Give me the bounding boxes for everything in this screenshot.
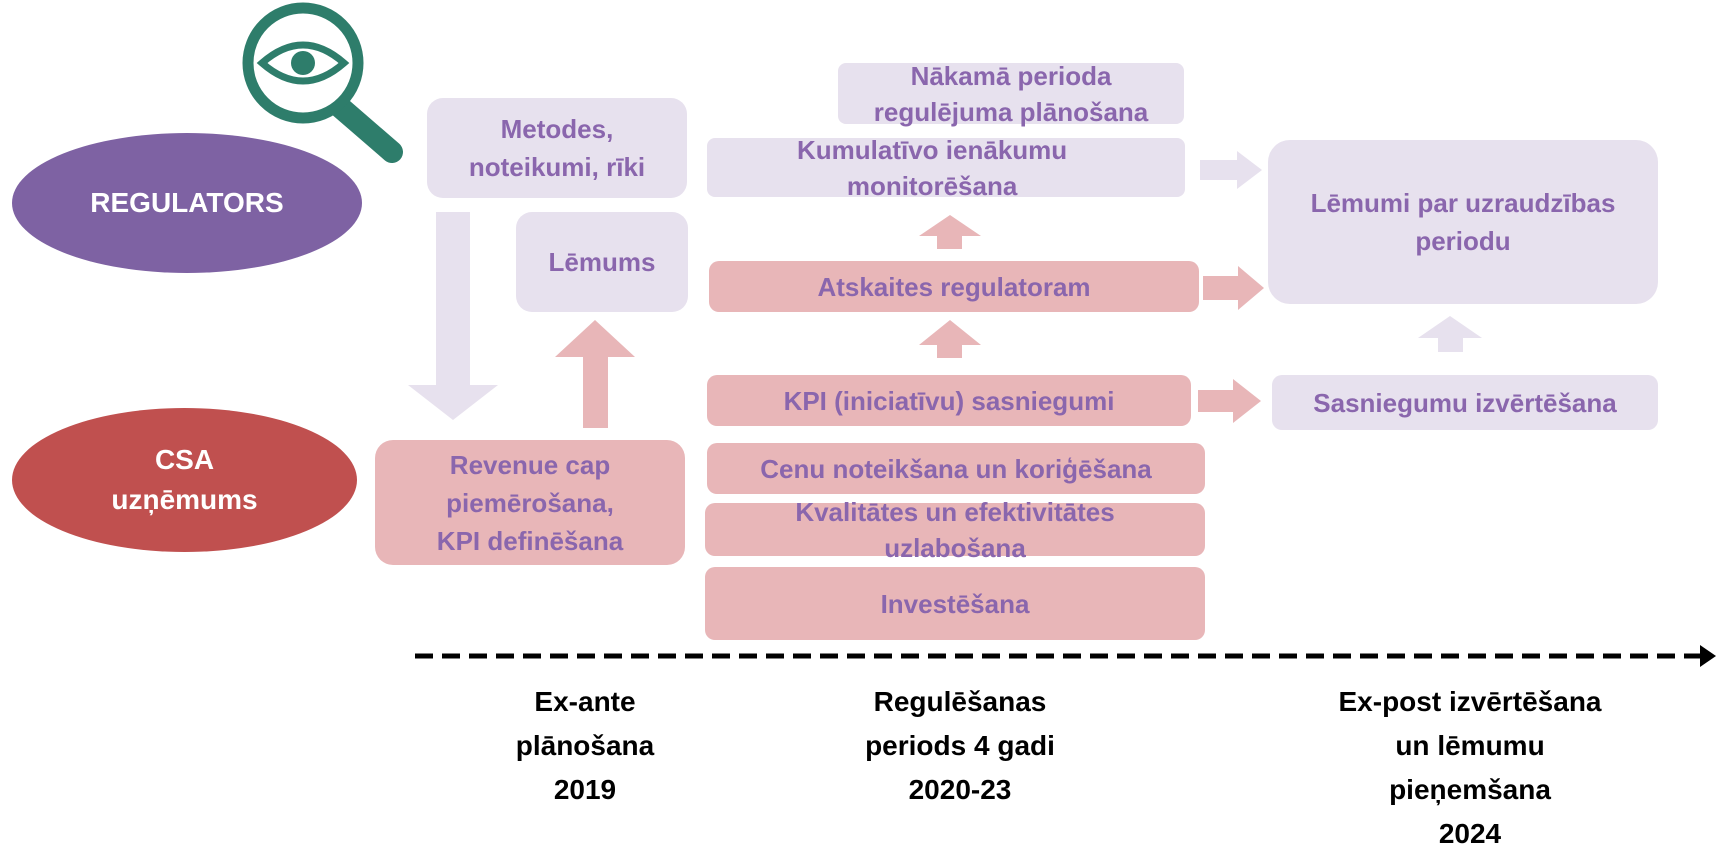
kvalitates-label: Kvalitātes un efektivitātes uzlabošana — [795, 496, 1115, 563]
sasniegumu-box: Sasniegumu izvērtēšana — [1272, 375, 1658, 430]
cenu-label: Cenu noteikšana un koriģēšana — [760, 453, 1152, 484]
lemums-label: Lēmums — [548, 247, 656, 277]
timeline-arrowhead — [1700, 645, 1716, 667]
sasniegumu-label: Sasniegumu izvērtēšana — [1313, 387, 1617, 418]
lemumi-par-label: Lēmumi par uzraudzības periodu — [1310, 188, 1616, 256]
right-arrow-kumulativo — [1200, 151, 1262, 189]
atskaites-label: Atskaites regulatoram — [817, 271, 1091, 302]
timeline-ex-post: Ex-post izvērtēšana un lēmumu pieņemšana… — [1338, 686, 1602, 849]
regulator-label: REGULATORS — [90, 187, 284, 218]
investesana-box: Investēšana — [705, 567, 1205, 640]
right-arrow-atskaites — [1203, 266, 1264, 310]
revenue-cap-box: Revenue cap piemērošana, KPI definēšana — [375, 440, 685, 565]
lemumi-par-box: Lēmumi par uzraudzības periodu — [1268, 140, 1658, 304]
up-arrow-kumulativo — [919, 215, 981, 249]
company-label: CSA uzņēmums — [111, 444, 258, 515]
investesana-label: Investēšana — [880, 588, 1030, 619]
regulator-ellipse: REGULATORS — [12, 133, 362, 273]
right-arrow-kpi — [1198, 379, 1261, 423]
up-arrow-lemums — [555, 320, 635, 428]
lemums-box: Lēmums — [516, 212, 688, 312]
timeline-regulesanas: Regulēšanas periods 4 gadi 2020-23 — [865, 686, 1055, 805]
timeline-ex-ante: Ex-ante plānošana 2019 — [515, 686, 655, 805]
revenue-cap-label: Revenue cap piemērošana, KPI definēšana — [436, 449, 624, 556]
kvalitates-box: Kvalitātes un efektivitātes uzlabošana — [705, 497, 1205, 563]
kumulativo-box: Kumulatīvo ienākumu monitorēšana — [707, 135, 1185, 201]
atskaites-box: Atskaites regulatoram — [709, 261, 1199, 312]
up-arrow-atskaites — [919, 320, 981, 358]
company-ellipse: CSA uzņēmums — [12, 408, 357, 552]
metodes-label: Metodes, noteikumi, rīki — [468, 114, 646, 182]
kumulativo-label: Kumulatīvo ienākumu monitorēšana — [797, 134, 1068, 201]
down-arrow-metodes — [408, 212, 498, 420]
up-arrow-lemumi-par — [1418, 316, 1482, 352]
nakama-perioda-box: Nākamā perioda regulējuma plānošana — [838, 61, 1184, 127]
kpi-label: KPI (iniciatīvu) sasniegumi — [783, 385, 1115, 416]
cenu-box: Cenu noteikšana un koriģēšana — [707, 443, 1205, 494]
kpi-box: KPI (iniciatīvu) sasniegumi — [707, 375, 1191, 426]
magnifier-eye-icon — [242, 2, 403, 163]
nakama-perioda-label: Nākamā perioda regulējuma plānošana — [873, 60, 1149, 127]
metodes-box: Metodes, noteikumi, rīki — [427, 98, 687, 198]
